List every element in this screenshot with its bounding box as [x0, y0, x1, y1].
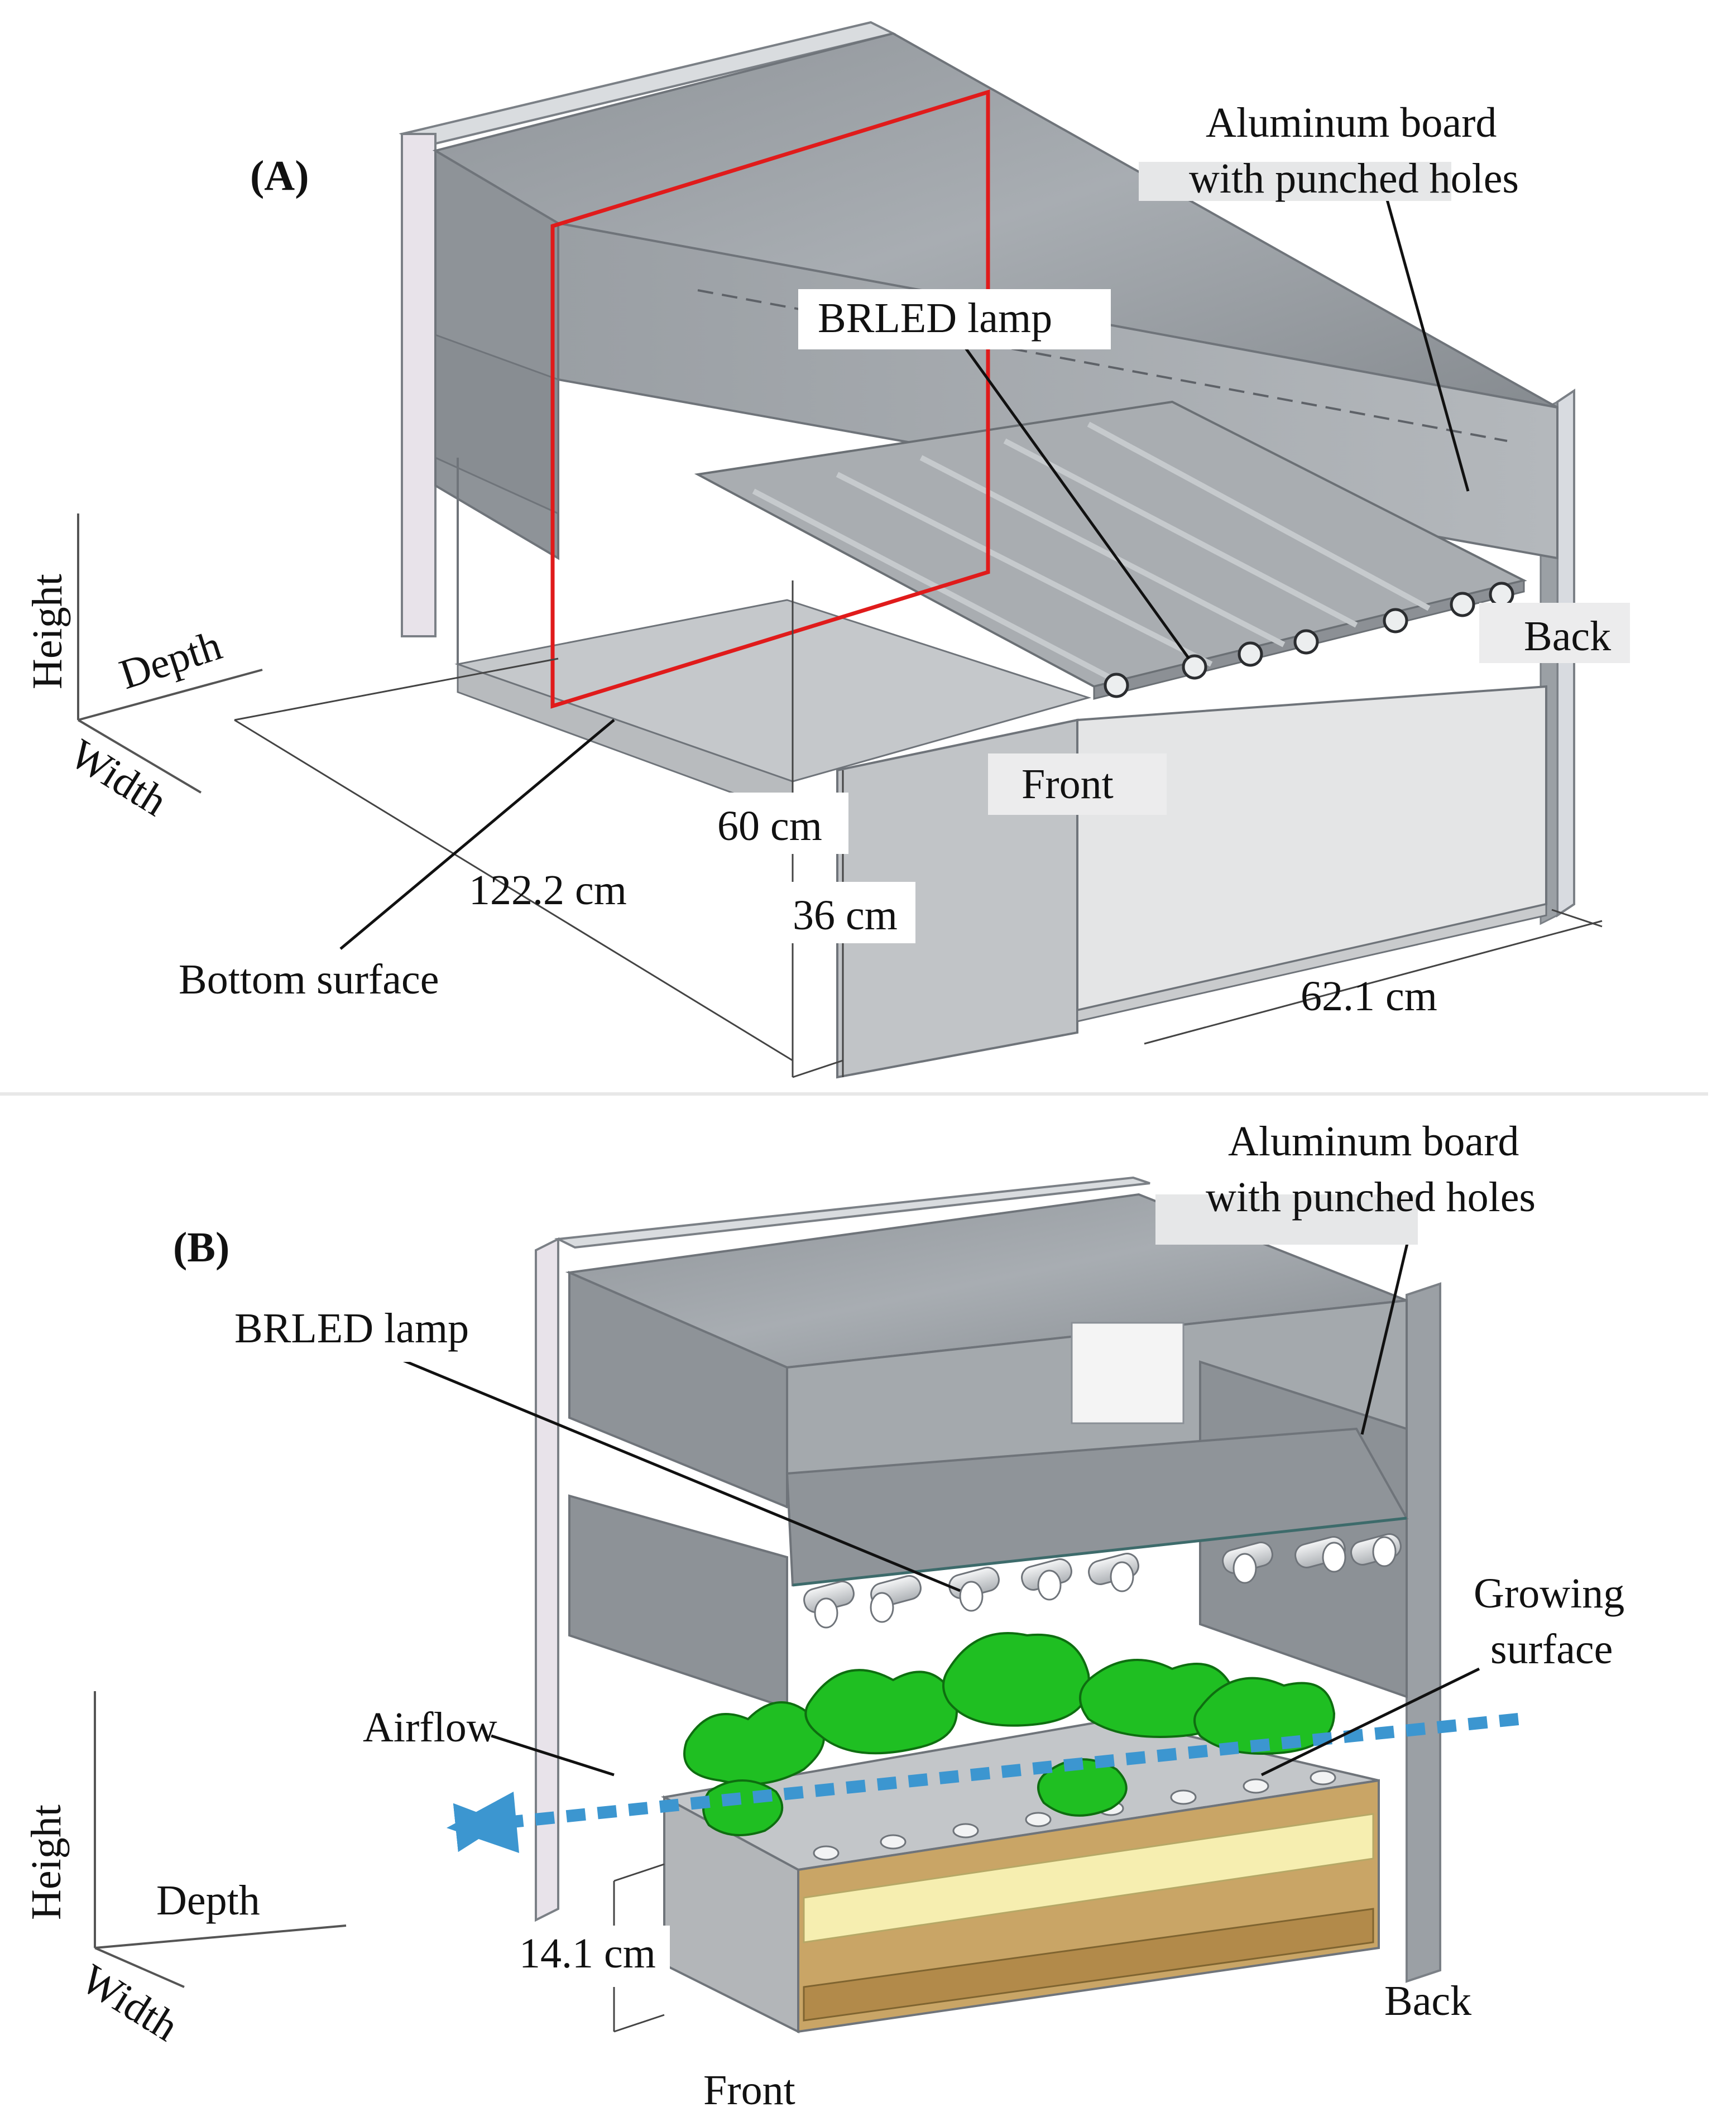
front-panel-a [836, 685, 1547, 1079]
axis-depth-label-b: Depth [156, 1877, 260, 1924]
front-label-box-a [988, 753, 1167, 815]
height-dim-box-a [781, 882, 915, 943]
board-label-line1-a: Aluminum board [1206, 99, 1497, 146]
back-label-b: Back [1384, 1977, 1471, 2024]
board-label-line1-b: Aluminum board [1228, 1118, 1519, 1165]
panel-a: (A) [24, 21, 1630, 1079]
bottom-surface-label-a: Bottom surface [179, 956, 439, 1003]
lamp-label-box-b [223, 1300, 519, 1362]
front-label-b: Front [703, 2067, 795, 2112]
back-label-box-a [1479, 603, 1630, 663]
axis-height-label-b: Height [23, 1804, 70, 1920]
lamp-label-b: BRLED lamp [234, 1305, 469, 1352]
axes-b [94, 1691, 347, 1988]
board-label-line2-a: with punched holes [1189, 155, 1519, 202]
chamber-frame-b [535, 1176, 1441, 1983]
airflow-label-b: Airflow [363, 1704, 497, 1751]
growing-label-line2-b: surface [1490, 1626, 1613, 1673]
panel-b-tag: (B) [173, 1224, 229, 1271]
axis-height-label-a: Height [24, 574, 71, 689]
dim-height-b: 14.1 cm [519, 1930, 656, 1977]
axis-depth-label-a: Depth [114, 622, 227, 698]
leader-lines-b [379, 1222, 1480, 1777]
height-dim-box-b [525, 1926, 670, 1987]
front-label-a: Front [1022, 761, 1114, 808]
growing-label-line1-b: Growing [1474, 1570, 1624, 1617]
dim-length-a: 122.2 cm [469, 867, 627, 914]
back-label-a: Back [1524, 613, 1611, 660]
lettuce-plants-b [683, 1632, 1336, 1836]
lamp-shelf-a [694, 400, 1527, 700]
dim-depth-a: 60 cm [717, 803, 822, 849]
panel-a-tag: (A) [250, 152, 309, 199]
airflow-arrow-b [453, 1713, 1519, 1852]
board-label-line2-b: with punched holes [1206, 1174, 1536, 1221]
depth-dim-box-a [714, 793, 848, 854]
dim-width-a: 62.1 cm [1301, 973, 1437, 1020]
lamp-tube-ends-a [1104, 582, 1514, 698]
board-label-box-b [1155, 1194, 1418, 1245]
lamp-label-a: BRLED lamp [818, 295, 1052, 342]
panel-b: (B) [23, 1118, 1624, 2112]
airflow-arrowhead-b [447, 1792, 519, 1853]
cut-plane-a [550, 89, 990, 709]
lamp-label-box-a [798, 289, 1111, 349]
board-label-box-a [1139, 162, 1451, 201]
axis-width-label-b: Width [73, 1955, 186, 2050]
lamp-shelf-b [785, 1427, 1409, 1629]
axes-a [77, 513, 263, 794]
leader-lines-a [339, 189, 1470, 950]
bottom-surface-a [454, 458, 1092, 817]
dim-height-a: 36 cm [793, 892, 898, 939]
